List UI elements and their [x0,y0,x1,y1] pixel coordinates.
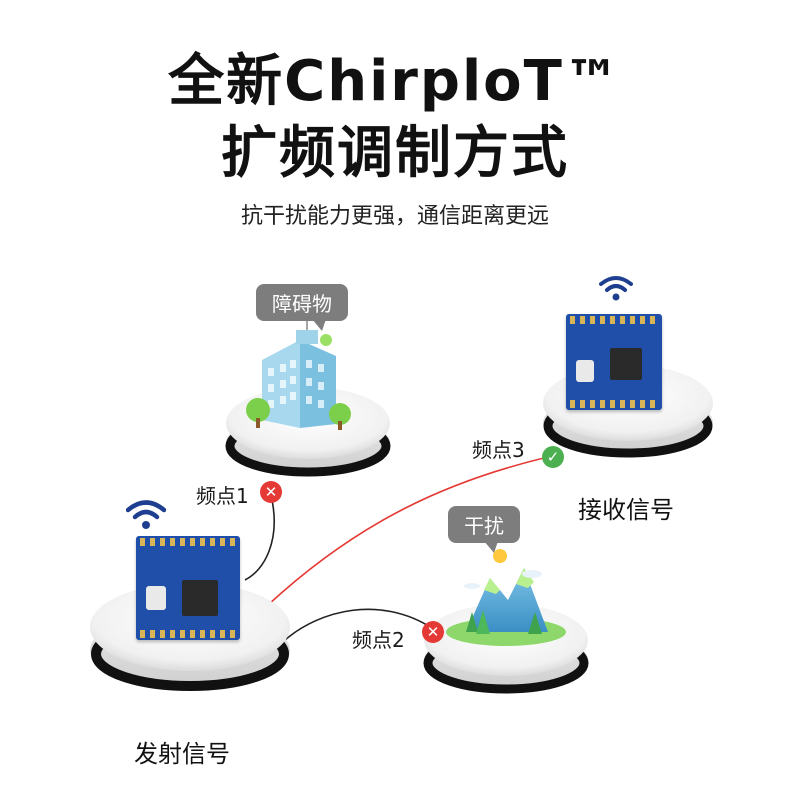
obstacle-bubble: 障碍物 [256,284,348,331]
check-icon: ✓ [542,446,564,468]
transmitter-wifi-icon [125,498,167,530]
receiver-chip [610,348,642,380]
receiver-wifi-icon [599,274,633,302]
transmitter-crystal [146,586,166,610]
link-line-1 [244,499,275,581]
mountain-illustration [446,549,566,646]
building-illustration [246,318,351,430]
interference-bubble: 干扰 [448,506,520,553]
link-label-3: 频点3 [472,438,525,462]
receiver-pin-row-bottom [570,400,658,408]
transmitter-pin-row-top [140,538,236,546]
blocked-icon: ✕ [422,621,444,643]
blocked-icon: ✕ [260,481,282,503]
link-label-1: 频点1 [196,484,249,508]
receiver-caption: 接收信号 [578,496,674,524]
transmitter-caption: 发射信号 [134,740,230,768]
receiver-module [566,314,662,410]
transmitter-chip [182,580,218,616]
transmitter-module [136,536,240,640]
link-line-3 [267,455,553,606]
receiver-pin-row-top [570,316,658,324]
link-line-2 [284,608,433,641]
subtitle: 抗干扰能力更强，通信距离更远 [240,204,549,229]
title-line-2: 扩频调制方式 [221,121,569,186]
title-line-1: 全新ChirploT™ [168,49,622,114]
receiver-crystal [576,360,594,382]
link-label-2: 频点2 [352,628,405,652]
transmitter-pin-row-bottom [140,630,236,638]
